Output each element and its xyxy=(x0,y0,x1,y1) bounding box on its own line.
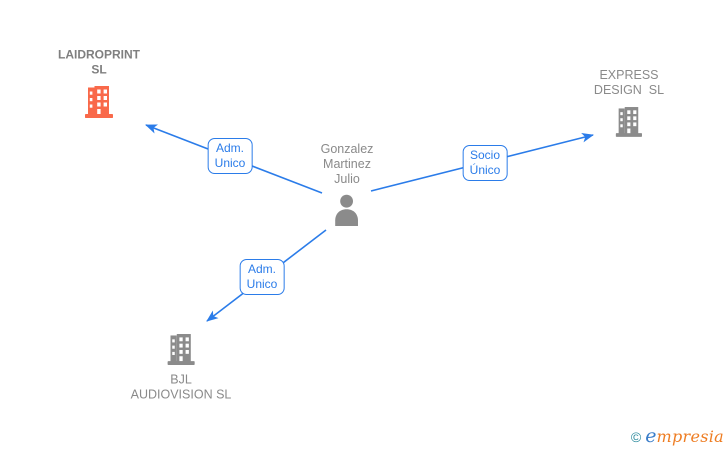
node-bjl-audiovision[interactable]: BJL AUDIOVISION SL xyxy=(130,332,232,403)
building-icon xyxy=(166,332,195,367)
person-icon xyxy=(333,194,361,226)
person-name: Gonzalez Martinez Julio xyxy=(320,142,374,186)
empresia-logo-text: mpresia xyxy=(656,427,724,446)
building-icon xyxy=(615,105,643,138)
building-icon xyxy=(84,85,114,119)
edge-label-socio-unico-express[interactable]: Socio Único xyxy=(462,145,508,181)
edge-label-adm-unico-laidroprint[interactable]: Adm. Unico xyxy=(207,138,253,174)
node-express-design[interactable]: EXPRESS DESIGN SL xyxy=(594,68,664,138)
node-person-gonzalez-martinez-julio[interactable]: Gonzalez Martinez Julio xyxy=(320,142,374,226)
edge-label-adm-unico-bjl[interactable]: Adm. Unico xyxy=(239,259,285,295)
company-name-laidroprint: LAIDROPRINT SL xyxy=(58,47,140,77)
company-name-express-design: EXPRESS DESIGN SL xyxy=(593,68,665,97)
empresia-logo-initial: e xyxy=(645,425,657,447)
node-laidroprint[interactable]: LAIDROPRINT SL xyxy=(58,48,140,119)
company-name-bjl-audiovision: BJL AUDIOVISION SL xyxy=(130,372,232,402)
copyright-icon: © xyxy=(630,429,642,445)
